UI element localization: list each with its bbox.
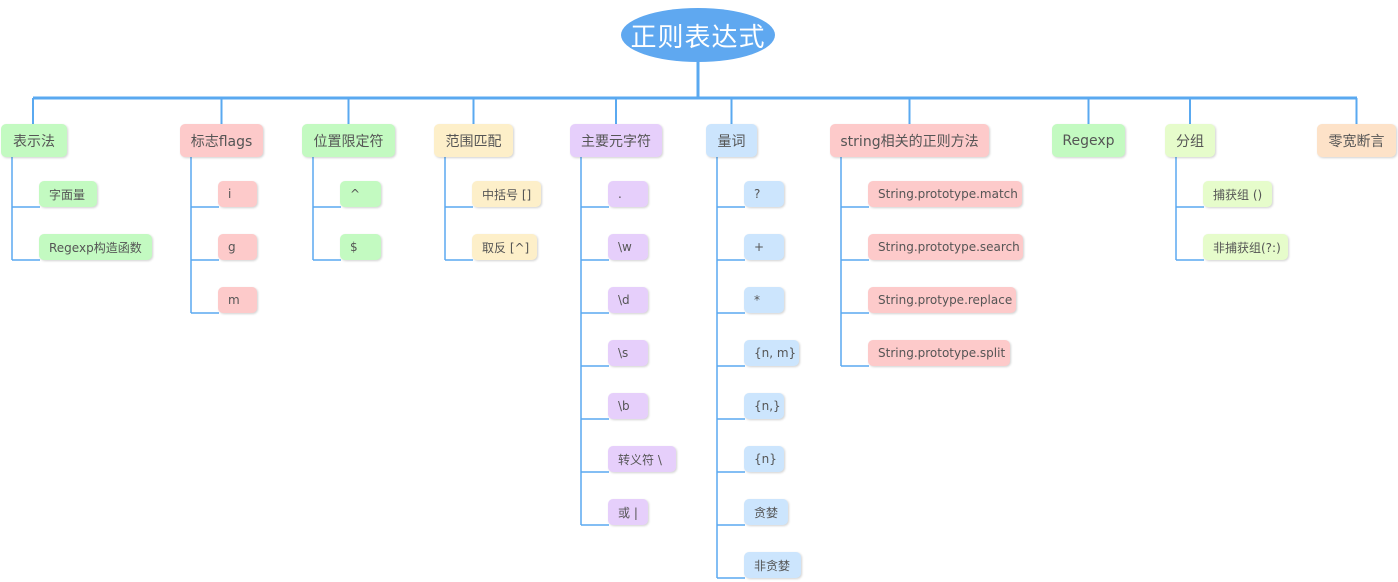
leaf-node[interactable]: i	[218, 181, 257, 207]
leaf-node[interactable]: +	[744, 234, 784, 260]
leaf-label: 转义符 \	[618, 452, 662, 467]
branch-node[interactable]: string相关的正则方法	[830, 124, 989, 157]
leaf-node[interactable]: m	[218, 287, 257, 313]
branch-label: 范围匹配	[445, 133, 502, 150]
branch-node[interactable]: Regexp	[1052, 124, 1125, 157]
leaf-node[interactable]: String.prototype.match	[868, 181, 1022, 207]
leaf-node[interactable]: String.protype.replace	[868, 287, 1016, 313]
leaf-node[interactable]: 字面量	[39, 181, 97, 207]
root-label: 正则表达式	[630, 22, 766, 53]
leaf-node[interactable]: g	[218, 234, 257, 260]
branch-label: 分组	[1176, 133, 1204, 150]
leaf-label: {n,}	[754, 399, 781, 413]
branch-label: Regexp	[1062, 132, 1115, 149]
leaf-label: String.prototype.search	[878, 240, 1020, 254]
leaf-node[interactable]: ?	[744, 181, 784, 207]
leaf-label: \w	[618, 240, 632, 254]
leaf-label: 非捕获组(?:)	[1213, 240, 1281, 255]
leaf-label: String.prototype.match	[878, 187, 1018, 201]
leaf-label: String.protype.replace	[878, 293, 1013, 307]
branch-label: 表示法	[13, 133, 55, 150]
leaf-label: \d	[618, 293, 630, 307]
branch-node[interactable]: 表示法	[1, 124, 67, 157]
leaf-node[interactable]: $	[340, 234, 381, 260]
branch-label: 位置限定符	[313, 133, 384, 150]
leaf-label: +	[754, 240, 765, 254]
branch-node[interactable]: 标志flags	[180, 124, 263, 157]
leaf-label: \b	[618, 399, 630, 413]
leaf-node[interactable]: \s	[608, 340, 648, 366]
branch-node[interactable]: 主要元字符	[570, 124, 662, 157]
leaf-node[interactable]: Regexp构造函数	[39, 234, 152, 260]
branch-label: string相关的正则方法	[840, 133, 979, 150]
leaf-node[interactable]: ^	[340, 181, 381, 207]
leaf-node[interactable]: {n, m}	[744, 340, 799, 366]
leaf-node[interactable]: 非捕获组(?:)	[1203, 234, 1288, 260]
leaf-node[interactable]: {n,}	[744, 393, 784, 419]
leaf-label: 捕获组 ()	[1213, 187, 1263, 202]
branch-label: 标志flags	[190, 133, 253, 150]
leaf-label: {n, m}	[754, 346, 797, 360]
branch-node[interactable]: 零宽断言	[1317, 124, 1396, 157]
leaf-label: 中括号 []	[482, 187, 532, 202]
branch-node[interactable]: 位置限定符	[302, 124, 395, 157]
leaf-label: *	[754, 293, 760, 307]
branch-label: 主要元字符	[581, 133, 651, 150]
leaf-label: ^	[350, 187, 361, 201]
branch-label: 零宽断言	[1328, 133, 1385, 150]
leaf-label: 非贪婪	[754, 558, 791, 573]
leaf-node[interactable]: 转义符 \	[608, 446, 676, 472]
branch-node[interactable]: 范围匹配	[434, 124, 513, 157]
leaf-label: m	[228, 293, 240, 307]
leaf-node[interactable]: {n}	[744, 446, 784, 472]
leaf-node[interactable]: 捕获组 ()	[1203, 181, 1272, 207]
branch-node[interactable]: 量词	[706, 124, 757, 157]
leaf-label: String.prototype.split	[878, 346, 1006, 360]
leaf-label: 或 |	[618, 505, 638, 520]
leaf-node[interactable]: 非贪婪	[744, 552, 801, 578]
root-node[interactable]: 正则表达式	[621, 8, 775, 62]
leaf-label: Regexp构造函数	[49, 240, 142, 255]
leaf-label: g	[228, 240, 236, 254]
leaf-node[interactable]: 贪婪	[744, 499, 788, 525]
leaf-node[interactable]: String.prototype.search	[868, 234, 1023, 260]
leaf-node[interactable]: .	[608, 181, 648, 207]
leaf-node[interactable]: String.prototype.split	[868, 340, 1010, 366]
leaf-label: {n}	[754, 452, 777, 466]
leaf-node[interactable]: 或 |	[608, 499, 648, 525]
leaf-node[interactable]: \b	[608, 393, 648, 419]
leaf-label: i	[228, 187, 232, 201]
leaf-node[interactable]: \w	[608, 234, 648, 260]
leaf-label: $	[350, 240, 358, 254]
leaf-node[interactable]: *	[744, 287, 784, 313]
leaf-node[interactable]: \d	[608, 287, 648, 313]
branch-node[interactable]: 分组	[1165, 124, 1215, 157]
leaf-label: 字面量	[49, 187, 86, 202]
leaf-label: \s	[618, 346, 629, 360]
branch-label: 量词	[717, 133, 746, 150]
leaf-label: .	[618, 187, 622, 201]
leaf-label: ?	[754, 187, 761, 201]
leaf-node[interactable]: 中括号 []	[472, 181, 541, 207]
leaf-node[interactable]: 取反 [^]	[472, 234, 537, 260]
leaf-label: 取反 [^]	[482, 240, 530, 255]
leaf-label: 贪婪	[754, 505, 779, 520]
